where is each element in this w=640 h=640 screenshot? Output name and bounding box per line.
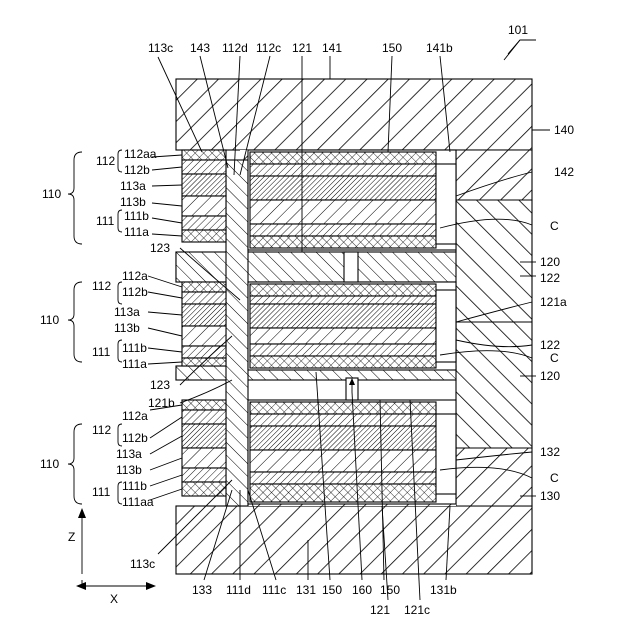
label-123-2: 123 [150, 378, 170, 392]
right-stack-3 [248, 400, 456, 504]
label-140: 140 [554, 123, 574, 137]
label-113b-2: 113b [114, 321, 140, 335]
label-111-3: 111 [92, 485, 111, 499]
label-122-1: 122 [540, 271, 560, 285]
label-112b-2: 112b [122, 285, 148, 299]
label-112-3: 112 [92, 423, 111, 437]
label-111-2: 111 [92, 345, 111, 359]
label-142: 142 [554, 165, 574, 179]
label-112a-2: 112a [122, 269, 148, 283]
label-112-2: 112 [92, 279, 111, 293]
via-121 [344, 252, 358, 282]
label-111-1: 111 [96, 214, 115, 228]
label-C-3: C [550, 471, 559, 485]
label-112-1: 112 [96, 154, 115, 168]
label-121b: 121b [148, 396, 175, 410]
label-111c: 111c [262, 583, 286, 597]
label-C-1: C [550, 219, 559, 233]
left-stack-1 [182, 150, 226, 242]
left-stack-2 [182, 282, 226, 366]
label-113a-1: 113a [120, 179, 146, 193]
label-123-1: 123 [150, 241, 170, 255]
label-111a-2: 111a [122, 357, 147, 371]
label-113c-top: 113c [148, 41, 173, 55]
label-141: 141 [322, 41, 342, 55]
label-121c: 121c [404, 603, 430, 617]
label-131b: 131b [430, 583, 457, 597]
label-150-bottom-2: 150 [380, 583, 400, 597]
label-113c-bottom: 113c [130, 557, 155, 571]
label-111b-3: 111b [122, 479, 147, 493]
right-stack-1 [248, 150, 456, 250]
label-131: 131 [296, 583, 316, 597]
label-111b-2: 111b [122, 341, 147, 355]
label-141b: 141b [426, 41, 453, 55]
label-143: 143 [190, 41, 210, 55]
label-110-2: 110 [40, 313, 59, 327]
label-112d: 112d [222, 41, 248, 55]
label-150-top: 150 [382, 41, 402, 55]
axis-z-label: Z [68, 530, 75, 544]
label-122-2: 122 [540, 338, 560, 352]
label-120-1: 120 [540, 255, 560, 269]
label-132: 132 [540, 445, 560, 459]
label-120-2: 120 [540, 369, 560, 383]
label-111a-1: 111a [124, 225, 149, 239]
left-stack-3 [182, 400, 226, 496]
label-112a-3: 112a [122, 409, 148, 423]
label-130: 130 [540, 489, 560, 503]
label-113b-1: 113b [120, 195, 146, 209]
label-110-3: 110 [40, 457, 59, 471]
label-113a-2: 113a [114, 305, 140, 319]
label-C-2: C [550, 351, 559, 365]
label-121a: 121a [540, 295, 567, 309]
label-113a-3: 113a [116, 447, 142, 461]
right-stack-2 [248, 282, 456, 370]
label-112b-1: 112b [124, 163, 150, 177]
label-110-1: 110 [42, 187, 61, 201]
label-113b-3: 113b [116, 463, 142, 477]
label-160: 160 [352, 583, 372, 597]
label-121-top: 121 [292, 41, 312, 55]
vertical-connector [226, 160, 248, 506]
label-111d: 111d [226, 583, 251, 597]
label-133: 133 [192, 583, 212, 597]
label-121-bottom: 121 [370, 603, 390, 617]
label-112c: 112c [256, 41, 281, 55]
label-112b-3: 112b [122, 431, 148, 445]
label-111aa: 111aa [122, 495, 154, 509]
axis-x-label: X [110, 592, 118, 606]
figure-ref-label: 101 [508, 23, 528, 37]
label-150-bottom-1: 150 [322, 583, 342, 597]
label-111b-1: 111b [124, 209, 149, 223]
label-112aa: 112aa [124, 147, 157, 161]
